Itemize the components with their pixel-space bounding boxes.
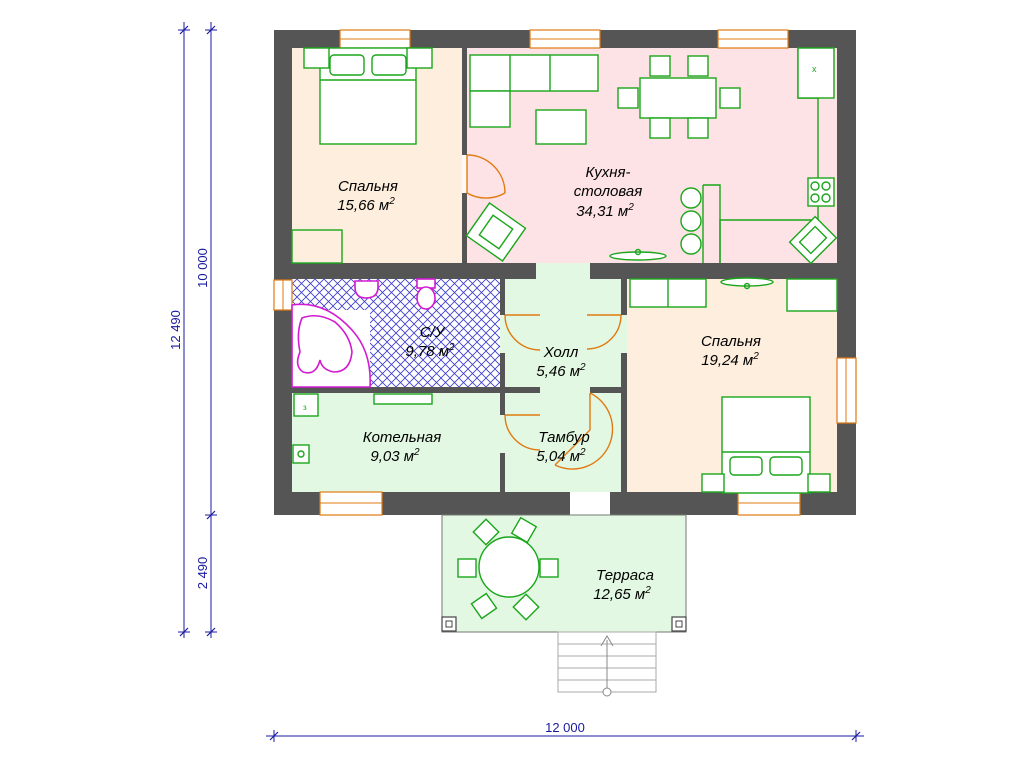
- bedroom1-name: Спальня: [338, 178, 398, 195]
- boiler-area-sup: 2: [413, 447, 420, 458]
- svg-text:19,24 м2: 19,24 м2: [701, 351, 759, 369]
- kitchen-area: 34,31 м: [576, 203, 628, 220]
- kitchen-lamp: [609, 248, 667, 261]
- terrace: [441, 514, 687, 633]
- svg-text:9,03 м2: 9,03 м2: [370, 447, 420, 465]
- svg-text:9,78 м2: 9,78 м2: [405, 342, 455, 360]
- door-gap: [500, 315, 505, 353]
- svg-text:12,65 м2: 12,65 м2: [593, 585, 651, 603]
- vestibule-area: 5,04 м: [536, 448, 580, 465]
- door-gap: [570, 492, 610, 515]
- dimension-width: 12 000: [545, 720, 585, 735]
- dimension-terrace-depth: 2 490: [195, 557, 210, 590]
- hall-floor: [505, 279, 621, 387]
- boiler-name: Котельная: [363, 429, 441, 446]
- dimension-lines: 12 490 10 000 2 490 12 000: [168, 22, 864, 742]
- bedroom2-area-sup: 2: [752, 351, 759, 362]
- boiler-area: 9,03 м: [370, 448, 414, 465]
- vestibule-name: Тамбур: [538, 429, 589, 446]
- entrance-steps: [557, 631, 657, 697]
- hall-area-sup: 2: [579, 362, 586, 373]
- door-gap: [621, 315, 627, 353]
- windows: [273, 29, 857, 516]
- kitchen-area-sup: 2: [627, 202, 634, 213]
- kitchen-armchair: [465, 202, 527, 262]
- hall-area: 5,46 м: [536, 363, 580, 380]
- kitchen-dining-set: [617, 55, 741, 139]
- dimension-house-depth: 10 000: [195, 248, 210, 288]
- kitchen-name-line1: Кухня-: [586, 164, 631, 181]
- svg-text:5,04 м2: 5,04 м2: [536, 447, 586, 465]
- svg-text:5,46 м2: 5,46 м2: [536, 362, 586, 380]
- bedroom2-area: 19,24 м: [701, 352, 753, 369]
- boiler-floor: [292, 393, 500, 492]
- bedroom1-area: 15,66 м: [337, 197, 389, 214]
- door-gap: [462, 155, 467, 193]
- svg-text:x: x: [812, 64, 817, 74]
- bathroom-area: 9,78 м: [405, 343, 449, 360]
- bedroom1-wardrobe: [291, 229, 343, 264]
- svg-text:15,66 м2: 15,66 м2: [337, 196, 395, 214]
- door-gap: [536, 263, 590, 279]
- bedroom1-area-sup: 2: [388, 196, 395, 207]
- door-gap: [500, 415, 505, 453]
- dimension-total-height: 12 490: [168, 310, 183, 350]
- wall-joint: [621, 387, 627, 393]
- bedroom2-name: Спальня: [701, 333, 761, 350]
- bedroom1-bed: [303, 47, 433, 145]
- bathroom-name: С/У: [420, 324, 446, 341]
- terrace-area: 12,65 м: [593, 586, 645, 603]
- vestibule-floor: [505, 393, 621, 492]
- kitchen-sofa: [469, 54, 599, 145]
- bedroom2-furniture: [629, 277, 838, 494]
- boiler-room-equipment: з: [292, 393, 433, 464]
- vestibule-area-sup: 2: [579, 447, 586, 458]
- bathroom-area-sup: 2: [448, 342, 455, 353]
- door-gap: [540, 387, 590, 393]
- hall-name: Холл: [543, 344, 579, 361]
- terrace-area-sup: 2: [644, 585, 651, 596]
- boiler-marker: з: [303, 403, 307, 412]
- bathroom-fixtures: [291, 278, 436, 388]
- svg-text:34,31 м2: 34,31 м2: [576, 202, 634, 220]
- kitchen-name-line2: столовая: [574, 183, 643, 200]
- kitchen-counter: x: [680, 47, 838, 265]
- terrace-name: Терраса: [596, 567, 654, 584]
- room-labels: Спальня 15,66 м2 Кухня- столовая 34,31 м…: [337, 164, 761, 603]
